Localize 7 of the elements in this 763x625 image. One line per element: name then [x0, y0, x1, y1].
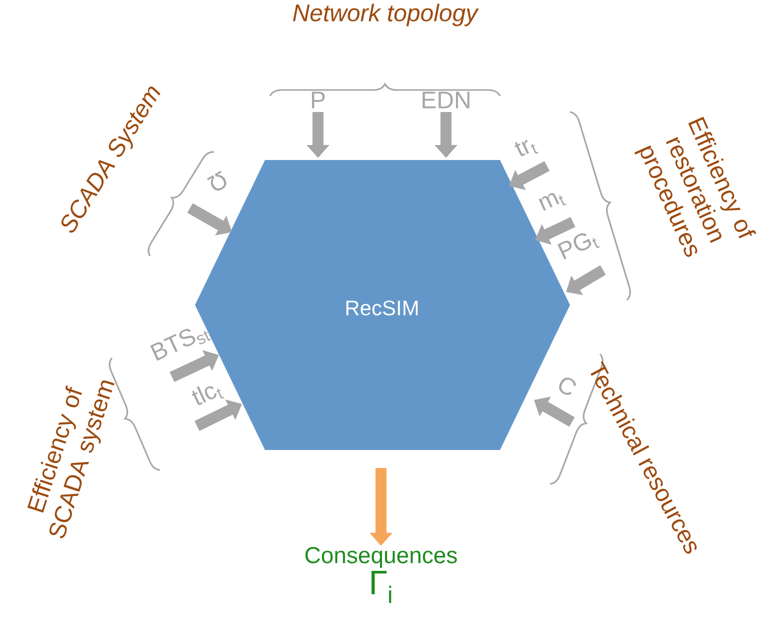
output-text: Consequences Γ$_{i}$	[305, 547, 457, 603]
edge-label: EDN	[422, 92, 470, 108]
edge-label: tr$_{t}$	[514, 140, 538, 156]
group-label: Network topology	[293, 4, 479, 26]
edge-label: Ω	[206, 170, 226, 191]
edge-label: m$_{t}$	[538, 193, 566, 211]
edge-label: P	[312, 92, 325, 108]
